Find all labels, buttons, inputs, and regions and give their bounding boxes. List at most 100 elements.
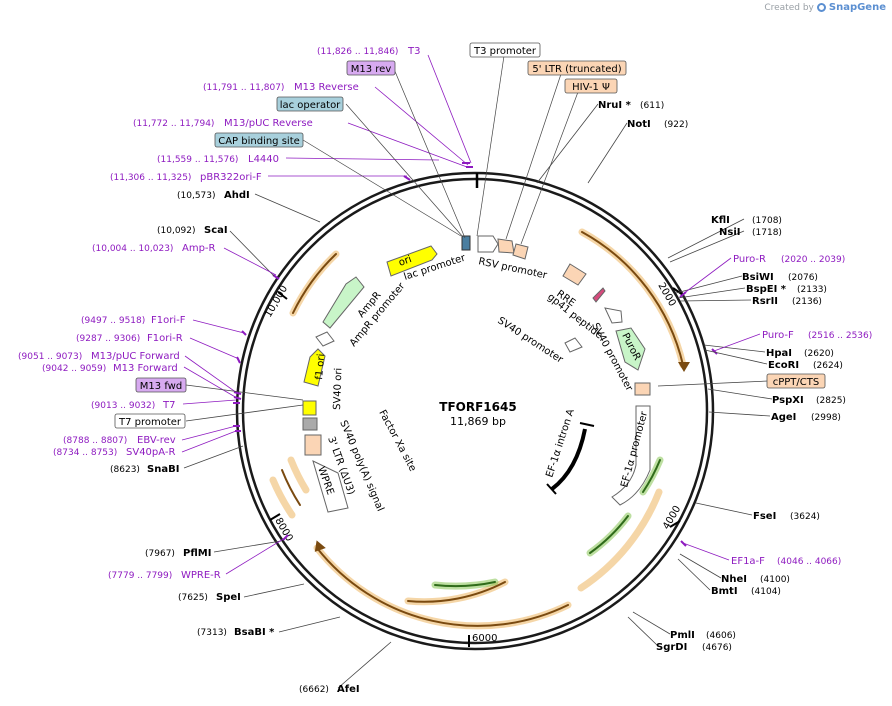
site-rsrii: RsrII: [752, 296, 778, 307]
primer-labels: (11,826 .. 11,846) T3 (11,791 .. 11,807)…: [18, 46, 872, 581]
svg-text:(8788 .. 8807): (8788 .. 8807): [63, 436, 127, 446]
cppt-box-label: cPPT/CTS: [773, 377, 819, 388]
tick-mark-8000: [269, 513, 281, 521]
svg-text:(2620): (2620): [804, 349, 834, 359]
psi-box: [512, 243, 529, 260]
svg-text:(7967): (7967): [145, 549, 175, 559]
primer-ebv-rev: EBV-rev: [137, 435, 176, 446]
svg-text:(2076): (2076): [788, 273, 818, 283]
lac-operator-box: [461, 235, 471, 251]
tick-label-10000: 10,000: [263, 284, 290, 320]
primer-leader-lines: [181, 54, 761, 575]
factor-xa-label: Factor Xa site: [376, 408, 418, 473]
ef1a-promoter-arrow: [611, 405, 651, 506]
primer-puro-f: Puro-F: [762, 330, 794, 341]
site-ecori: EcoRI: [768, 360, 799, 371]
svg-text:(611): (611): [640, 101, 664, 111]
svg-text:(2516 .. 2536): (2516 .. 2536): [808, 331, 872, 341]
site-spei: SpeI: [216, 592, 241, 603]
hiv-psi-box-label: HIV-1 Ψ: [572, 82, 610, 93]
svg-text:(11,826 .. 11,846): (11,826 .. 11,846): [317, 47, 398, 57]
tick-mark-2000: [672, 287, 684, 296]
primer-f1ori-f: F1ori-F: [151, 315, 186, 326]
svg-text:(2998): (2998): [811, 413, 841, 423]
svg-text:(7779 .. 7799): (7779 .. 7799): [108, 571, 172, 581]
primer-ef1a-f: EF1a-F: [731, 556, 765, 567]
site-ahdi: AhdI: [224, 190, 250, 201]
svg-text:(2825): (2825): [816, 396, 846, 406]
svg-text:(11,772 .. 11,794): (11,772 .. 11,794): [133, 119, 214, 129]
svg-text:(6662): (6662): [299, 685, 329, 695]
orf-arc-2-halo: [577, 488, 663, 592]
f1-ori-label: f1 ori: [314, 353, 327, 380]
leader-lines: [183, 103, 773, 689]
site-nhei: NheI: [721, 574, 747, 585]
plasmid-length: 11,869 bp: [450, 415, 506, 428]
orf-arc-4: [407, 581, 506, 603]
svg-text:(11,559 .. 11,576): (11,559 .. 11,576): [157, 155, 238, 165]
svg-text:(8623): (8623): [110, 465, 140, 475]
primer-sv40pa-r: SV40pA-R: [126, 447, 175, 458]
site-nrui: NruI *: [598, 100, 632, 111]
cap-binding-box-label: CAP binding site: [218, 136, 300, 147]
svg-text:(9051 .. 9073): (9051 .. 9073): [18, 352, 82, 362]
backbone-outer: [235, 171, 715, 651]
sv40-ori-box: [302, 400, 317, 416]
primer-t7: T7: [162, 400, 175, 411]
svg-text:(4606): (4606): [706, 631, 736, 641]
primer-m13-puc-forward: M13/pUC Forward: [91, 351, 180, 362]
site-noti: NotI: [627, 119, 651, 130]
site-nsii: NsiI: [719, 227, 740, 238]
sv40-ori-label: SV40 ori: [332, 368, 344, 410]
sv40-polya-box: [302, 417, 318, 431]
t3-promoter-box-label: T3 promoter: [473, 46, 537, 57]
orf-arc-1-head: [678, 362, 690, 372]
green-arcs: [431, 456, 664, 590]
plasmid-name: TFORF1645: [439, 400, 516, 414]
svg-text:(8734 .. 8753): (8734 .. 8753): [53, 448, 117, 458]
ltr5-box: [497, 238, 515, 254]
svg-text:(11,306 .. 11,325): (11,306 .. 11,325): [110, 173, 191, 183]
svg-text:(7625): (7625): [178, 593, 208, 603]
ltr5-box-label: 5' LTR (truncated): [532, 64, 621, 75]
svg-text:(4100): (4100): [760, 575, 790, 585]
site-kfli: KflI: [711, 215, 730, 226]
site-fsei: FseI: [753, 511, 776, 522]
ltr3-box: [304, 434, 322, 456]
primer-amp-r: Amp-R: [182, 243, 216, 254]
orf-arc-5-halo: [287, 456, 310, 494]
site-bmti: BmtI: [711, 586, 738, 597]
primer-wpre-r: WPRE-R: [181, 570, 221, 581]
rsv-promoter-label: RSV promoter: [477, 256, 548, 281]
site-labels-left: (6662) AfeI (7313) BsaBI * (7625) SpeI (…: [110, 190, 360, 695]
site-pmlii: PmlI: [670, 630, 695, 641]
site-bsabi: BsaBI *: [234, 627, 275, 638]
orf-arc-5: [281, 469, 301, 506]
svg-text:(4046 .. 4066): (4046 .. 4066): [777, 557, 841, 567]
ori-arrow: [386, 245, 438, 277]
svg-text:(10,092): (10,092): [157, 226, 196, 236]
tick-mark-10000: [277, 291, 288, 300]
svg-text:(3624): (3624): [790, 512, 820, 522]
site-bspei: BspEI *: [746, 284, 787, 295]
orf-arc-3: [316, 547, 569, 627]
ampr-arrow: [322, 276, 365, 329]
ef1a-intron-bar: [550, 428, 587, 491]
site-scai: ScaI: [204, 225, 228, 236]
f1-ori-arrow: [303, 348, 326, 387]
site-hpai: HpaI: [766, 348, 792, 359]
svg-text:(1718): (1718): [752, 228, 782, 238]
svg-text:(4104): (4104): [751, 587, 781, 597]
rsv-promoter-arrow: [477, 235, 499, 253]
orf-arc-6: [292, 253, 337, 314]
backbone-inner: [241, 177, 709, 645]
feature-leader-lines: [185, 55, 579, 401]
site-afei: AfeI: [337, 684, 360, 695]
svg-text:(1708): (1708): [752, 216, 782, 226]
cppt-box: [634, 382, 651, 396]
sv40-promoter-arrow-1: [604, 307, 623, 324]
tick-label-6000: 6000: [472, 633, 497, 644]
svg-text:(2624): (2624): [813, 361, 843, 371]
ori-label: ori: [397, 254, 413, 269]
